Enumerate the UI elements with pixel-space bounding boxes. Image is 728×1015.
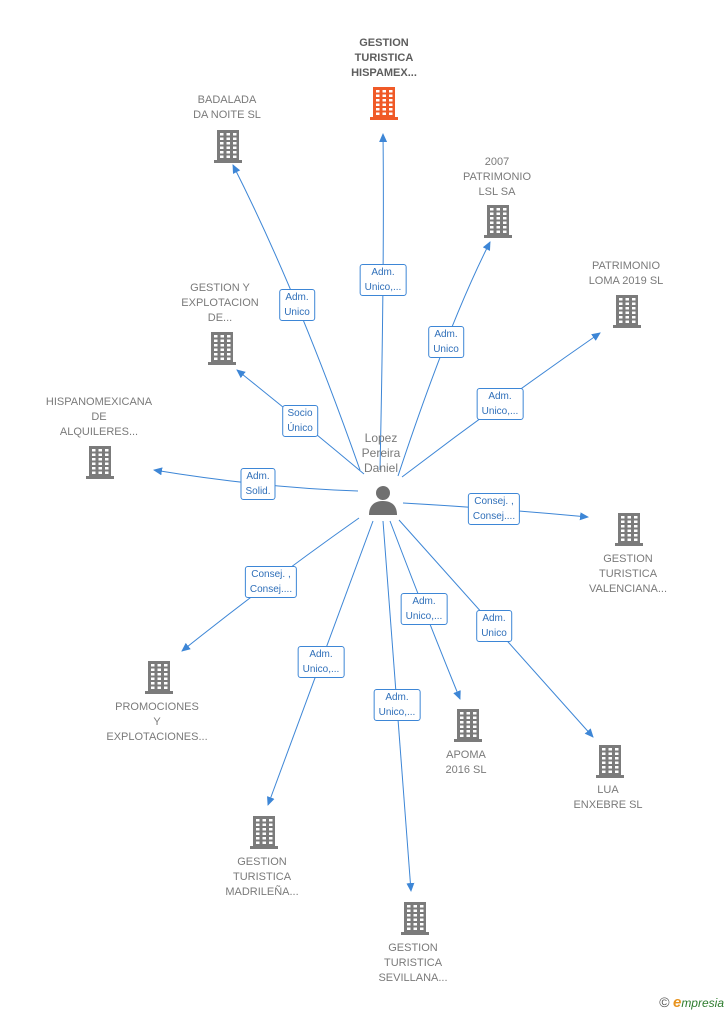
relation-label-gestion-turistica-valenciana[interactable]: Consej. , Consej....: [467, 493, 521, 525]
building-icon[interactable]: [249, 815, 279, 854]
copyright-symbol: ©: [659, 994, 670, 1010]
empresia-watermark: © empresia: [659, 994, 724, 1011]
company-label-apoma[interactable]: APOMA 2016 SL: [445, 749, 487, 776]
building-icon[interactable]: [207, 331, 237, 370]
brand-initial: e: [672, 994, 682, 1011]
company-label-gestion-turistica-hispamex[interactable]: GESTION TURISTICA HISPAMEX...: [351, 37, 417, 79]
building-icon[interactable]: [85, 445, 115, 484]
building-icon[interactable]: [400, 901, 430, 940]
company-label-gestion-turistica-madrilena[interactable]: GESTION TURISTICA MADRILEÑA...: [225, 856, 299, 898]
building-icon[interactable]: [595, 744, 625, 783]
company-label-2007-patrimonio[interactable]: 2007 PATRIMONIO LSL SA: [462, 156, 532, 198]
brand-name: mpresia: [681, 996, 724, 1010]
relation-label-apoma[interactable]: Adm. Unico,...: [400, 593, 448, 625]
building-icon[interactable]: [453, 708, 483, 747]
relation-label-gestion-turistica-hispamex[interactable]: Adm. Unico,...: [359, 264, 407, 296]
relation-label-2007-patrimonio[interactable]: Adm. Unico: [428, 326, 464, 358]
building-icon[interactable]: [614, 512, 644, 551]
company-label-hispanomexicana[interactable]: HISPANOMEXICANA DE ALQUILERES...: [45, 396, 153, 438]
company-label-patrimonio-loma[interactable]: PATRIMONIO LOMA 2019 SL: [588, 260, 664, 287]
company-label-promociones[interactable]: PROMOCIONES Y EXPLOTACIONES...: [106, 701, 208, 743]
relation-label-promociones[interactable]: Consej. , Consej....: [244, 566, 298, 598]
relation-label-lua-enxebre[interactable]: Adm. Unico: [476, 610, 512, 642]
building-icon[interactable]: [483, 204, 513, 243]
person-icon: [369, 486, 397, 515]
person-name[interactable]: Lopez Pereira Daniel: [361, 431, 401, 475]
relation-label-patrimonio-loma[interactable]: Adm. Unico,...: [476, 388, 524, 420]
relation-label-gestion-turistica-sevillana[interactable]: Adm. Unico,...: [373, 689, 421, 721]
relation-label-gestion-explotacion[interactable]: Socio Único: [282, 405, 318, 437]
building-icon[interactable]: [213, 129, 243, 168]
building-icon[interactable]: [369, 86, 399, 125]
relation-label-gestion-turistica-madrilena[interactable]: Adm. Unico,...: [297, 646, 345, 678]
building-icon[interactable]: [612, 294, 642, 333]
person-node[interactable]: [368, 484, 398, 521]
edge-gestion-turistica-hispamex: [379, 133, 388, 471]
relation-label-hispanomexicana[interactable]: Adm. Solid.: [240, 468, 276, 500]
relation-label-badalada-da-noite[interactable]: Adm. Unico: [279, 289, 315, 321]
company-label-badalada-da-noite[interactable]: BADALADA DA NOITE SL: [193, 94, 261, 121]
company-label-gestion-turistica-valenciana[interactable]: GESTION TURISTICA VALENCIANA...: [588, 553, 668, 595]
company-label-lua-enxebre[interactable]: LUA ENXEBRE SL: [573, 784, 643, 811]
company-label-gestion-turistica-sevillana[interactable]: GESTION TURISTICA SEVILLANA...: [378, 942, 448, 984]
company-label-gestion-explotacion[interactable]: GESTION Y EXPLOTACION DE...: [181, 282, 259, 324]
building-icon[interactable]: [144, 660, 174, 699]
